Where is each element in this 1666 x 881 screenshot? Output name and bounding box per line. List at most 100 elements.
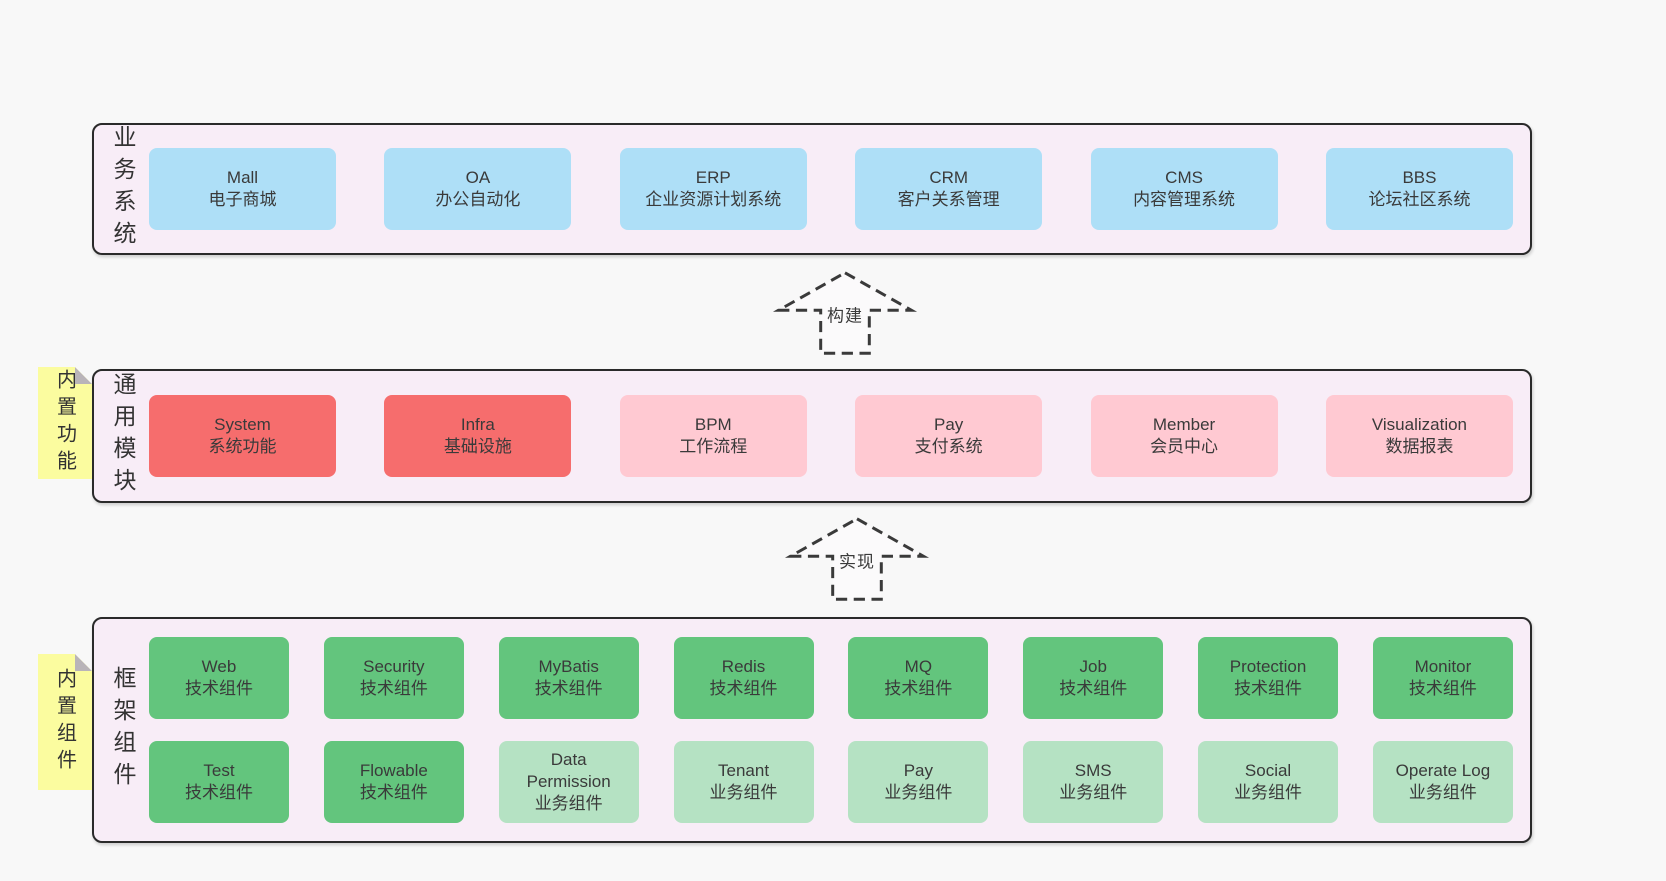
- box-title: Data Permission: [526, 750, 611, 791]
- box-job: Job 技术组件: [1023, 637, 1164, 719]
- box-subtitle: 客户关系管理: [897, 190, 1000, 209]
- arrow-build-label: 构建: [824, 301, 866, 327]
- box-subtitle: 业务组件: [1408, 783, 1477, 802]
- framework-components-boxes: Web 技术组件 Security 技术组件 MyBatis 技术组件 Redi…: [149, 619, 1513, 841]
- box-subtitle: 业务组件: [1234, 783, 1303, 802]
- box-member: Member 会员中心: [1090, 395, 1278, 477]
- box-subtitle: 业务组件: [534, 794, 603, 813]
- box-subtitle: 技术组件: [359, 679, 428, 698]
- box-title: SMS: [1074, 761, 1112, 780]
- box-subtitle: 技术组件: [1408, 679, 1477, 698]
- sticky-builtin-components-label: 内置组件: [53, 668, 76, 776]
- box-title: Operate Log: [1395, 761, 1491, 780]
- panel-framework-components: 框架组件 Web 技术组件 Security 技术组件 MyBatis 技术组件…: [92, 617, 1532, 843]
- sticky-builtin-components: 内置组件: [38, 654, 92, 790]
- box-title: CMS: [1165, 168, 1203, 187]
- box-cms: CMS 内容管理系统: [1090, 148, 1278, 230]
- box-system: System 系统功能: [149, 395, 336, 477]
- panel-common-modules: 通用模块 System 系统功能 Infra 基础设施 BPM 工作流程 Pay…: [92, 369, 1532, 503]
- box-subtitle: 企业资源计划系统: [645, 190, 782, 209]
- box-pay: Pay 支付系统: [855, 395, 1043, 477]
- box-subtitle: 技术组件: [709, 679, 778, 698]
- common-modules-boxes: System 系统功能 Infra 基础设施 BPM 工作流程 Pay 支付系统…: [149, 371, 1513, 501]
- box-title: Redis: [721, 657, 766, 676]
- box-mall: Mall 电子商城: [149, 148, 336, 230]
- sticky-fold-icon: [75, 654, 92, 671]
- box-subtitle: 业务组件: [884, 783, 953, 802]
- box-subtitle: 技术组件: [185, 783, 253, 802]
- panel-business-systems: 业务系统 Mall 电子商城 OA 办公自动化 ERP 企业资源计划系统 CRM…: [92, 123, 1532, 255]
- box-pay-business: Pay 业务组件: [848, 741, 989, 823]
- box-title: BBS: [1402, 168, 1437, 187]
- box-subtitle: 内容管理系统: [1133, 190, 1236, 209]
- box-title: Security: [363, 657, 425, 676]
- arrow-implement-label: 实现: [836, 547, 878, 573]
- box-title: Monitor: [1414, 657, 1472, 676]
- box-subtitle: 技术组件: [884, 679, 953, 698]
- box-visualization: Visualization 数据报表: [1325, 395, 1513, 477]
- box-title: Pay: [903, 761, 934, 780]
- box-tenant: Tenant 业务组件: [673, 741, 814, 823]
- box-subtitle: 会员中心: [1150, 437, 1219, 456]
- box-mq: MQ 技术组件: [848, 637, 989, 719]
- box-subtitle: 系统功能: [208, 437, 277, 456]
- box-title: Visualization: [1371, 415, 1468, 434]
- framework-components-label: 框架组件: [110, 666, 136, 794]
- box-sms: SMS 业务组件: [1023, 741, 1164, 823]
- box-security: Security 技术组件: [323, 637, 464, 719]
- box-title: BPM: [694, 415, 732, 434]
- box-title: MyBatis: [538, 657, 599, 676]
- box-title: Flowable: [359, 761, 428, 780]
- box-subtitle: 论坛社区系统: [1368, 190, 1471, 209]
- box-subtitle: 数据报表: [1385, 437, 1454, 456]
- box-monitor: Monitor 技术组件: [1372, 637, 1513, 719]
- box-infra: Infra 基础设施: [384, 395, 572, 477]
- framework-row-2: Test 技术组件 Flowable 技术组件 Data Permission …: [149, 741, 1513, 823]
- business-systems-boxes: Mall 电子商城 OA 办公自动化 ERP 企业资源计划系统 CRM 客户关系…: [149, 125, 1513, 253]
- box-subtitle: 电子商城: [208, 190, 277, 209]
- box-subtitle: 基础设施: [443, 437, 512, 456]
- box-subtitle: 技术组件: [185, 679, 253, 698]
- box-title: ERP: [695, 168, 731, 187]
- box-title: Member: [1152, 415, 1216, 434]
- box-test: Test 技术组件: [149, 741, 289, 823]
- box-title: MQ: [904, 657, 933, 676]
- box-redis: Redis 技术组件: [673, 637, 814, 719]
- arrow-build: 构建: [770, 270, 920, 356]
- box-title: OA: [465, 168, 491, 187]
- box-flowable: Flowable 技术组件: [323, 741, 464, 823]
- box-social: Social 业务组件: [1198, 741, 1339, 823]
- box-title: System: [214, 415, 271, 434]
- box-subtitle: 支付系统: [914, 437, 983, 456]
- box-bbs: BBS 论坛社区系统: [1325, 148, 1513, 230]
- box-crm: CRM 客户关系管理: [855, 148, 1043, 230]
- box-title: Job: [1079, 657, 1107, 676]
- box-subtitle: 工作流程: [679, 437, 748, 456]
- sticky-builtin-features: 内置功能: [38, 367, 92, 479]
- box-title: Web: [201, 657, 237, 676]
- box-title: CRM: [929, 168, 969, 187]
- box-title: Infra: [460, 415, 495, 434]
- framework-row-1: Web 技术组件 Security 技术组件 MyBatis 技术组件 Redi…: [149, 637, 1513, 719]
- sticky-builtin-features-label: 内置功能: [53, 369, 76, 477]
- box-title: Test: [203, 761, 235, 780]
- box-title: Mall: [226, 168, 259, 187]
- box-title: Social: [1244, 761, 1292, 780]
- box-subtitle: 业务组件: [1059, 783, 1128, 802]
- box-subtitle: 技术组件: [1059, 679, 1128, 698]
- box-title: Protection: [1229, 657, 1307, 676]
- box-bpm: BPM 工作流程: [619, 395, 807, 477]
- box-subtitle: 办公自动化: [435, 190, 521, 209]
- sticky-fold-icon: [75, 367, 92, 384]
- box-subtitle: 技术组件: [1234, 679, 1303, 698]
- box-web: Web 技术组件: [149, 637, 289, 719]
- business-systems-label: 业务系统: [110, 125, 136, 253]
- box-protection: Protection 技术组件: [1198, 637, 1339, 719]
- box-subtitle: 技术组件: [359, 783, 428, 802]
- box-mybatis: MyBatis 技术组件: [498, 637, 639, 719]
- box-subtitle: 业务组件: [709, 783, 778, 802]
- box-operate-log: Operate Log 业务组件: [1372, 741, 1513, 823]
- arrow-implement: 实现: [782, 516, 932, 602]
- box-subtitle: 技术组件: [534, 679, 603, 698]
- box-oa: OA 办公自动化: [384, 148, 572, 230]
